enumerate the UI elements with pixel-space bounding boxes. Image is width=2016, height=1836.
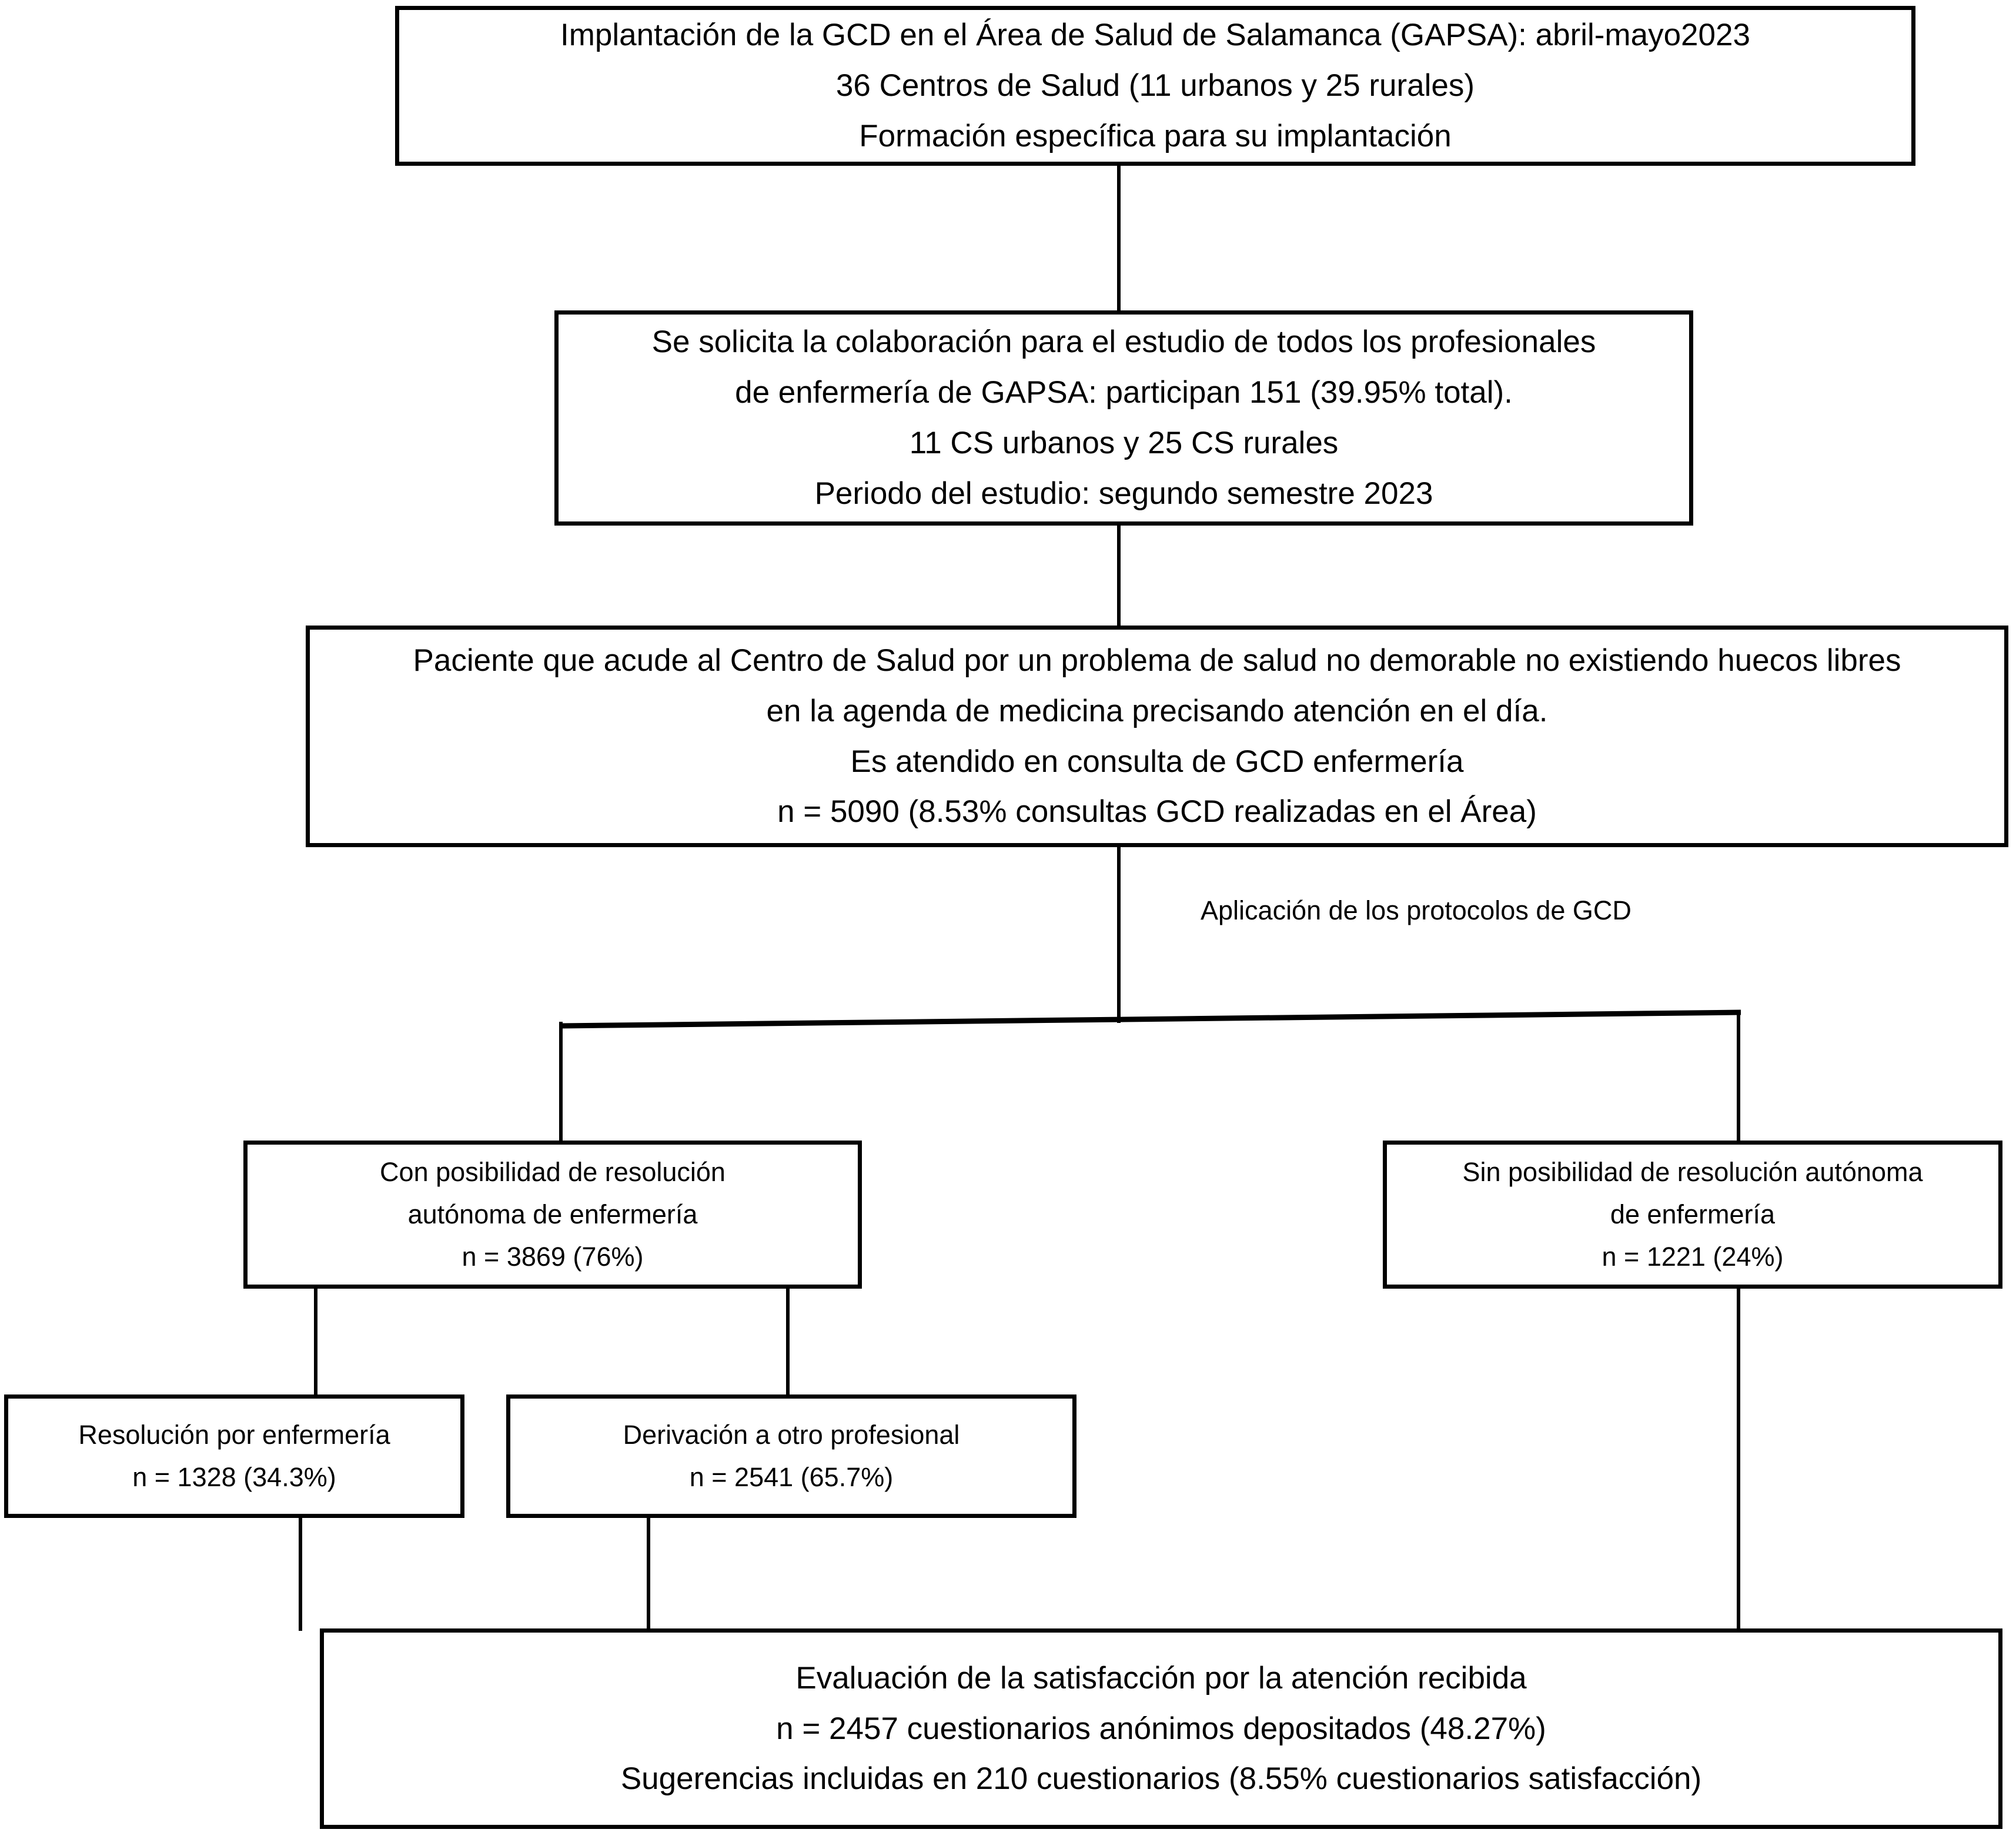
node-implantacion-line-2: 36 Centros de Salud (11 urbanos y 25 rur… bbox=[835, 68, 1475, 103]
node-implantacion-line-1: Implantación de la GCD en el Área de Sal… bbox=[560, 18, 1750, 53]
node-paciente-consulta-gcd[interactable]: Paciente que acude al Centro de Salud po… bbox=[306, 626, 2008, 847]
node-resolucion-enfermeria[interactable]: Resolución por enfermería n = 1328 (34.3… bbox=[4, 1394, 464, 1518]
node-paciente-line-2: en la agenda de medicina precisando aten… bbox=[766, 693, 1548, 728]
connector-con-posibilidad-to-derivacion bbox=[786, 1286, 790, 1397]
node-con-posibilidad-resolucion[interactable]: Con posibilidad de resolución autónoma d… bbox=[243, 1141, 862, 1289]
connector-implantacion-to-colaboracion bbox=[1117, 165, 1121, 312]
node-solicitud-colaboracion[interactable]: Se solicita la colaboración para el estu… bbox=[554, 310, 1693, 526]
node-evaluacion-line-2: n = 2457 cuestionarios anónimos deposita… bbox=[776, 1711, 1546, 1746]
node-resolucion-line-2: n = 1328 (34.3%) bbox=[132, 1462, 336, 1492]
node-colaboracion-line-4: Periodo del estudio: segundo semestre 20… bbox=[814, 476, 1433, 511]
node-sin-posibilidad-line-3: n = 1221 (24%) bbox=[1602, 1242, 1784, 1272]
node-implantacion-line-3: Formación específica para su implantació… bbox=[859, 118, 1452, 153]
node-implantacion-gcd[interactable]: Implantación de la GCD en el Área de Sal… bbox=[395, 6, 1915, 166]
node-con-posibilidad-line-2: autónoma de enfermería bbox=[407, 1199, 698, 1229]
node-paciente-line-1: Paciente que acude al Centro de Salud po… bbox=[413, 643, 1901, 678]
node-paciente-line-3: Es atendido en consulta de GCD enfermerí… bbox=[850, 744, 1464, 779]
connector-resolucion-to-evaluacion bbox=[299, 1516, 302, 1631]
connector-con-posibilidad-to-resolucion bbox=[314, 1286, 317, 1397]
node-evaluacion-line-3: Sugerencias incluidas en 210 cuestionari… bbox=[620, 1761, 1702, 1797]
node-derivacion-line-1: Derivación a otro profesional bbox=[623, 1420, 960, 1450]
node-paciente-line-4: n = 5090 (8.53% consultas GCD realizadas… bbox=[777, 794, 1537, 830]
connector-derivacion-to-evaluacion bbox=[647, 1516, 650, 1631]
node-resolucion-line-1: Resolución por enfermería bbox=[78, 1420, 390, 1450]
node-sin-posibilidad-line-2: de enfermería bbox=[1610, 1199, 1776, 1229]
connector-sin-posibilidad-to-evaluacion bbox=[1737, 1286, 1740, 1631]
node-con-posibilidad-line-1: Con posibilidad de resolución bbox=[380, 1157, 726, 1187]
node-derivacion-line-2: n = 2541 (65.7%) bbox=[689, 1462, 894, 1492]
node-sin-posibilidad-line-1: Sin posibilidad de resolución autónoma bbox=[1462, 1157, 1923, 1187]
connector-paciente-to-branch bbox=[1117, 847, 1121, 1023]
edge-label-aplicacion-protocolos: Aplicación de los protocolos de GCD bbox=[1201, 895, 1631, 925]
node-colaboracion-line-1: Se solicita la colaboración para el estu… bbox=[651, 325, 1596, 360]
connector-colaboracion-to-paciente bbox=[1117, 524, 1121, 627]
branch-bar bbox=[559, 1009, 1743, 1029]
node-evaluacion-satisfaccion[interactable]: Evaluación de la satisfacción por la ate… bbox=[320, 1628, 2002, 1829]
node-derivacion-otro-profesional[interactable]: Derivación a otro profesional n = 2541 (… bbox=[506, 1394, 1076, 1518]
connector-branch-to-sin-posibilidad bbox=[1737, 1010, 1740, 1143]
node-evaluacion-line-1: Evaluación de la satisfacción por la ate… bbox=[795, 1660, 1527, 1695]
node-con-posibilidad-line-3: n = 3869 (76%) bbox=[462, 1242, 644, 1272]
node-colaboracion-line-2: de enfermería de GAPSA: participan 151 (… bbox=[735, 375, 1513, 410]
node-sin-posibilidad-resolucion[interactable]: Sin posibilidad de resolución autónoma d… bbox=[1383, 1141, 2002, 1289]
node-colaboracion-line-3: 11 CS urbanos y 25 CS rurales bbox=[909, 426, 1339, 460]
connector-branch-to-con-posibilidad bbox=[559, 1022, 563, 1143]
